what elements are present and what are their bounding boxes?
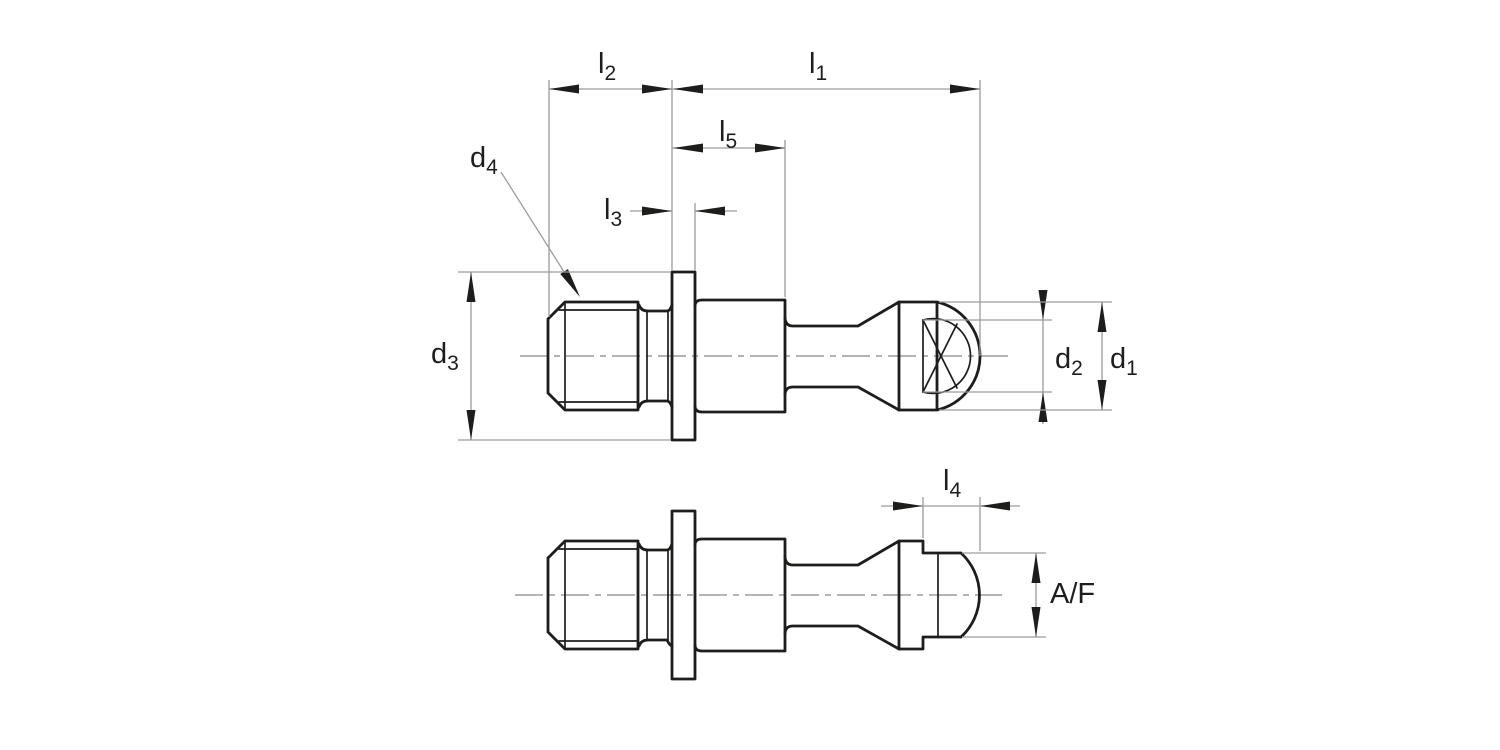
dimension-l5: l5	[672, 116, 786, 297]
arrowhead	[1038, 392, 1048, 422]
arrowhead	[1031, 607, 1041, 637]
dimension-af: A/F	[962, 552, 1095, 638]
dimension-d4: d4	[470, 142, 580, 297]
arrowhead	[466, 272, 476, 302]
flange-outline	[670, 509, 697, 681]
flange-outline	[670, 270, 697, 442]
head-outline	[897, 300, 982, 412]
arrowhead	[673, 84, 703, 94]
arrowhead	[466, 410, 476, 440]
body-outline	[693, 537, 787, 653]
dimension-label-d1: d1	[1110, 343, 1138, 380]
arrowhead	[893, 501, 923, 511]
side-view-head	[897, 539, 981, 651]
shaft-and-cone-outline	[783, 300, 901, 412]
dimension-l1: l1	[672, 48, 981, 356]
thread-root-lines	[558, 309, 639, 403]
dimension-d2: d2	[923, 290, 1083, 424]
arrowhead	[1031, 553, 1041, 583]
dimension-l4: l4	[881, 465, 1020, 551]
arrowhead	[1097, 302, 1107, 332]
arrowhead	[695, 206, 725, 216]
arrowhead	[1038, 290, 1048, 320]
shaft-and-cone-outline	[783, 539, 901, 651]
dimension-label-d4: d4	[470, 142, 498, 179]
arrowhead	[642, 206, 672, 216]
side-view	[515, 509, 1002, 681]
arrowhead	[673, 143, 703, 153]
dimension-label-d3: d3	[431, 338, 459, 375]
neck-groove-tangent-lines	[646, 310, 669, 402]
arrowhead	[642, 84, 672, 94]
dimension-label-af: A/F	[1050, 578, 1095, 610]
dimension-l3: l3	[604, 194, 737, 271]
neck-groove-tangent-lines	[646, 549, 669, 641]
front-view	[520, 270, 1010, 442]
arrowhead	[755, 143, 785, 153]
arrowhead	[1097, 380, 1107, 410]
dimension-label-l4: l4	[943, 465, 961, 502]
dimension-label-l3: l3	[604, 194, 622, 231]
body-outline	[693, 298, 787, 414]
dimension-label-l5: l5	[719, 116, 737, 153]
arrowhead	[950, 84, 980, 94]
dimension-d3: d3	[431, 271, 671, 441]
front-view-part-outline	[546, 270, 901, 442]
thread-root-lines	[558, 548, 639, 642]
side-view-part-outline	[546, 509, 901, 681]
head-flats-outline	[897, 539, 981, 651]
arrowhead	[549, 84, 579, 94]
arrowhead	[980, 501, 1010, 511]
flat-surface-cross	[922, 319, 958, 393]
dimension-label-d2: d2	[1055, 343, 1083, 380]
dimension-label-l2: l2	[598, 48, 616, 85]
dimension-d1: d1	[939, 301, 1138, 411]
dimension-label-l1: l1	[809, 48, 827, 85]
arrowhead	[560, 269, 580, 297]
dimension-l2: l2	[548, 48, 673, 317]
